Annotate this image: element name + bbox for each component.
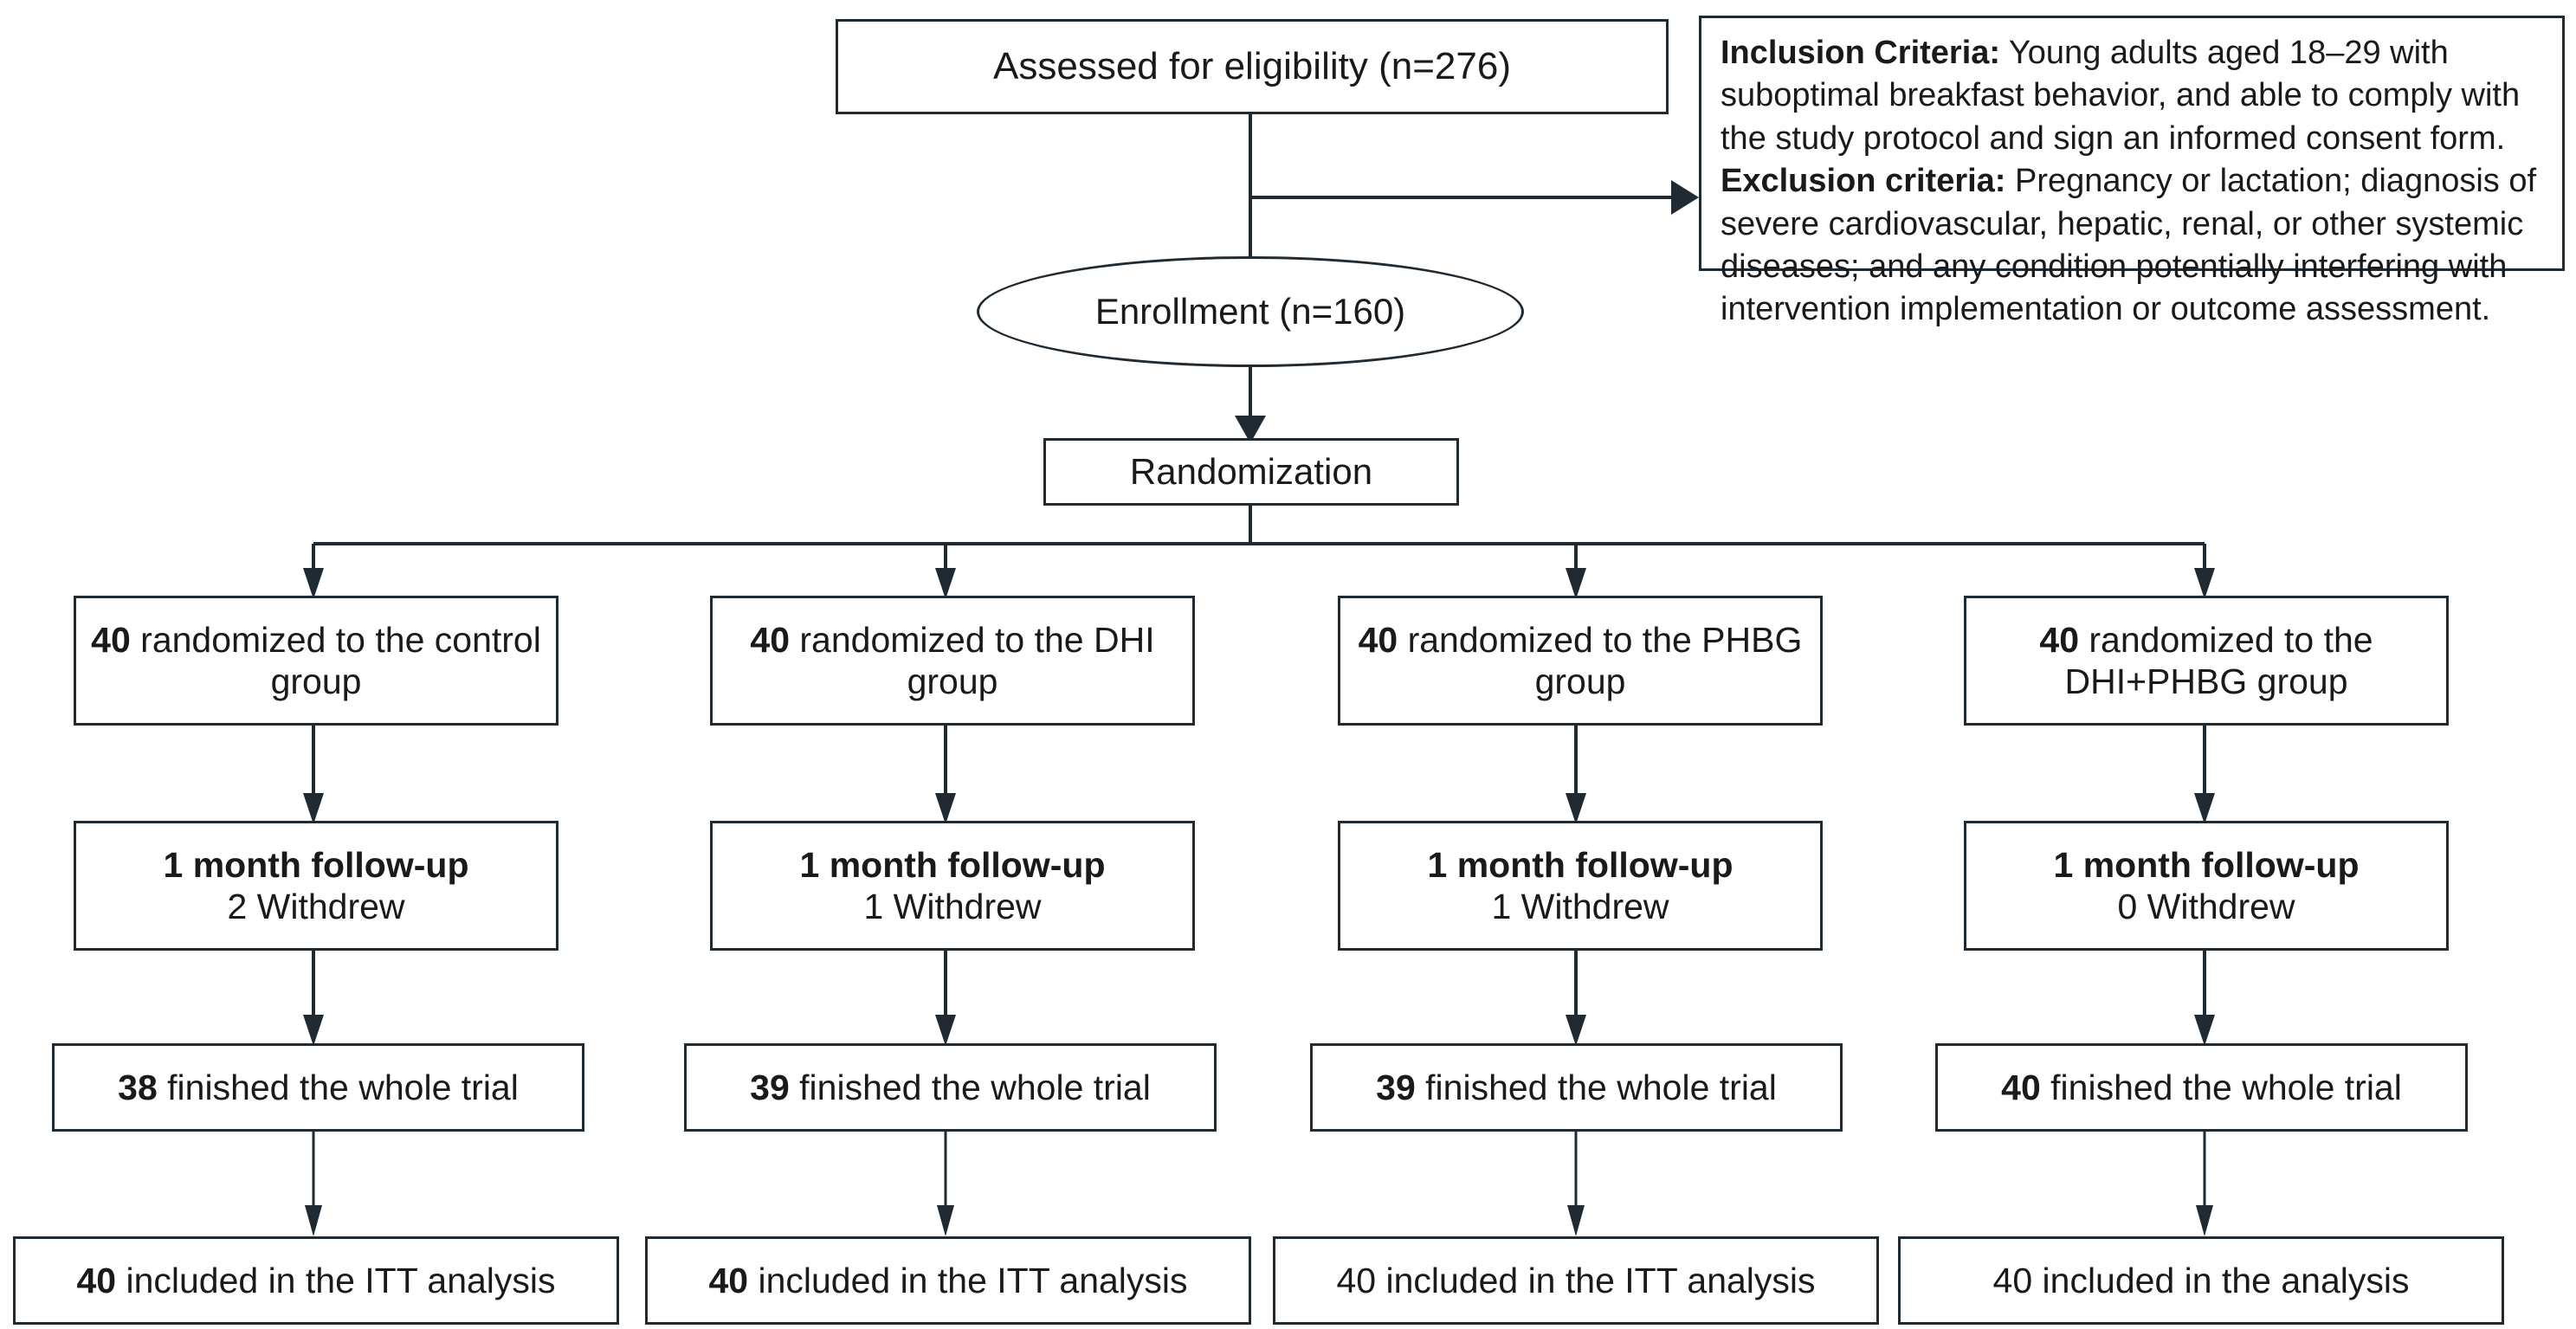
allocation-box-dhi: 40 randomized to the DHI group bbox=[710, 596, 1195, 726]
allocation-box-phbg: 40 randomized to the PHBG group bbox=[1338, 596, 1823, 726]
finished-box-dhi: 39 finished the whole trial bbox=[684, 1043, 1217, 1132]
followup-detail-control: 2 Withdrew bbox=[227, 887, 405, 926]
exclusion-criteria-text: Pregnancy or lactation; diagnosis of sev… bbox=[1721, 163, 2537, 328]
eligibility-criteria-text: Inclusion Criteria: Young adults aged 18… bbox=[1721, 32, 2545, 332]
analysis-text-dhi-phbg: 40 included in the analysis bbox=[1901, 1260, 2502, 1301]
analysis-text-control: 40 included in the ITT analysis bbox=[16, 1260, 617, 1301]
finished-count-phbg: 39 bbox=[1376, 1067, 1416, 1107]
analysis-desc-dhi-phbg: included in the analysis bbox=[2032, 1260, 2410, 1300]
analysis-count-dhi-phbg: 40 bbox=[1992, 1260, 2033, 1300]
finished-text-phbg: 39 finished the whole trial bbox=[1313, 1067, 1840, 1108]
followup-detail-dhi-phbg: 0 Withdrew bbox=[2117, 887, 2295, 926]
allocation-text-control: 40 randomized to the control group bbox=[76, 619, 556, 703]
allocation-box-dhi-phbg: 40 randomized to the DHI+PHBG group bbox=[1964, 596, 2449, 726]
randomization-box: Randomization bbox=[1043, 438, 1459, 506]
finished-text-control: 38 finished the whole trial bbox=[55, 1067, 582, 1108]
allocation-text-phbg: 40 randomized to the PHBG group bbox=[1340, 619, 1820, 703]
finished-box-control: 38 finished the whole trial bbox=[52, 1043, 584, 1132]
allocation-text-dhi: 40 randomized to the DHI group bbox=[713, 619, 1192, 703]
analysis-desc-dhi: included in the ITT analysis bbox=[748, 1260, 1188, 1300]
allocation-count-dhi: 40 bbox=[750, 619, 790, 660]
analysis-box-control: 40 included in the ITT analysis bbox=[13, 1236, 619, 1325]
finished-desc-dhi: finished the whole trial bbox=[789, 1067, 1151, 1107]
exclusion-criteria-label: Exclusion criteria: bbox=[1721, 163, 2006, 200]
randomization-label: Randomization bbox=[1129, 451, 1373, 493]
allocation-desc-dhi: randomized to the DHI group bbox=[790, 619, 1155, 701]
analysis-count-phbg: 40 bbox=[1336, 1260, 1377, 1300]
finished-text-dhi-phbg: 40 finished the whole trial bbox=[1938, 1067, 2465, 1108]
followup-title-control: 1 month follow-up bbox=[163, 844, 469, 885]
finished-box-phbg: 39 finished the whole trial bbox=[1310, 1043, 1843, 1132]
finished-desc-control: finished the whole trial bbox=[157, 1067, 519, 1107]
analysis-text-phbg: 40 included in the ITT analysis bbox=[1275, 1260, 1876, 1301]
allocation-count-dhi-phbg: 40 bbox=[2039, 619, 2079, 660]
allocation-count-control: 40 bbox=[91, 619, 131, 660]
finished-desc-phbg: finished the whole trial bbox=[1415, 1067, 1777, 1107]
analysis-count-dhi: 40 bbox=[708, 1260, 749, 1300]
analysis-desc-phbg: included in the ITT analysis bbox=[1376, 1260, 1816, 1300]
finished-count-dhi: 39 bbox=[750, 1067, 790, 1107]
allocation-desc-dhi-phbg: randomized to the DHI+PHBG group bbox=[2064, 619, 2373, 701]
analysis-text-dhi: 40 included in the ITT analysis bbox=[648, 1260, 1249, 1301]
allocation-text-dhi-phbg: 40 randomized to the DHI+PHBG group bbox=[1966, 619, 2446, 703]
followup-title-dhi-phbg: 1 month follow-up bbox=[2053, 844, 2360, 885]
analysis-desc-control: included in the ITT analysis bbox=[116, 1260, 556, 1300]
finished-text-dhi: 39 finished the whole trial bbox=[687, 1067, 1214, 1108]
eligibility-criteria-box: Inclusion Criteria: Young adults aged 18… bbox=[1699, 16, 2565, 327]
analysis-box-dhi-phbg: 40 included in the analysis bbox=[1898, 1236, 2504, 1325]
analysis-box-phbg: 40 included in the ITT analysis bbox=[1273, 1236, 1879, 1325]
followup-detail-dhi: 1 Withdrew bbox=[863, 887, 1042, 926]
finished-box-dhi-phbg: 40 finished the whole trial bbox=[1935, 1043, 2468, 1132]
assessed-for-eligibility-label: Assessed for eligibility (n=276) bbox=[993, 45, 1511, 88]
followup-detail-phbg: 1 Withdrew bbox=[1491, 887, 1669, 926]
allocation-box-control: 40 randomized to the control group bbox=[74, 596, 558, 726]
analysis-box-dhi: 40 included in the ITT analysis bbox=[645, 1236, 1251, 1325]
analysis-count-control: 40 bbox=[76, 1260, 117, 1300]
inclusion-criteria-text: Young adults aged 18–29 with suboptimal … bbox=[1721, 35, 2521, 157]
followup-title-dhi: 1 month follow-up bbox=[799, 844, 1106, 885]
enrollment-ellipse: Enrollment (n=160) bbox=[977, 256, 1524, 367]
assessed-for-eligibility-box: Assessed for eligibility (n=276) bbox=[836, 19, 1669, 114]
allocation-desc-control: randomized to the control group bbox=[130, 619, 541, 701]
finished-desc-dhi-phbg: finished the whole trial bbox=[2040, 1067, 2402, 1107]
enrollment-label: Enrollment (n=160) bbox=[1094, 291, 1406, 332]
followup-title-phbg: 1 month follow-up bbox=[1427, 844, 1733, 885]
finished-count-dhi-phbg: 40 bbox=[2001, 1067, 2041, 1107]
allocation-desc-phbg: randomized to the PHBG group bbox=[1398, 619, 1803, 701]
allocation-count-phbg: 40 bbox=[1358, 619, 1398, 660]
finished-count-control: 38 bbox=[118, 1067, 158, 1107]
inclusion-criteria-label: Inclusion Criteria: bbox=[1721, 35, 2001, 71]
